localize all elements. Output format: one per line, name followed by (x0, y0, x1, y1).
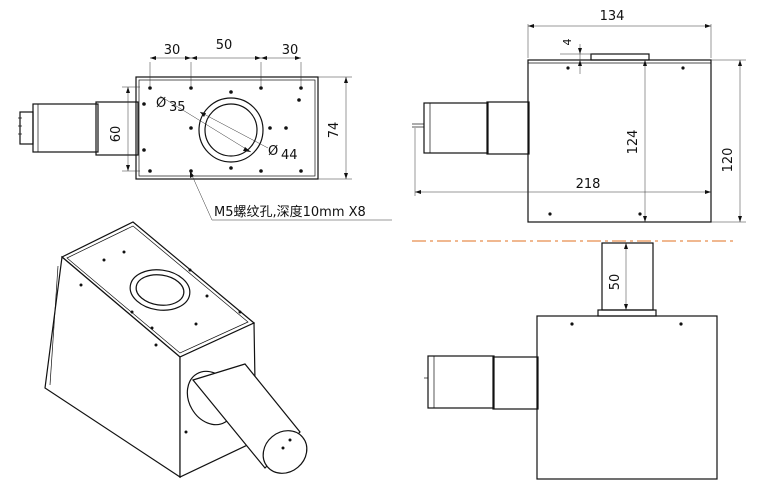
dim-120: 120 (721, 148, 736, 173)
mounting-holes (142, 86, 303, 173)
iso-outlet-inner (135, 274, 185, 306)
isometric-view (44, 221, 308, 479)
iso-holes (79, 250, 292, 450)
dim-60: 60 (109, 126, 124, 143)
dia-35-symbol: Ø (156, 96, 166, 111)
dim-50-front: 50 (608, 274, 623, 291)
front-view-flange (597, 309, 657, 317)
side-motor-housing (486, 101, 530, 155)
side-view-body (527, 59, 712, 223)
side-view: 134 4 124 218 120 (412, 9, 746, 223)
top-view: 30 50 30 60 74 Ø 35 Ø (18, 38, 392, 221)
thread-note: M5螺纹孔,深度10mm X8 (189, 170, 392, 221)
top-view-body (135, 76, 319, 180)
side-view-dims: 134 4 124 218 120 (414, 9, 746, 223)
dim-134: 134 (600, 9, 625, 24)
iso-motor-end (262, 430, 308, 474)
dia-35-value: 35 (169, 100, 186, 115)
side-view-flange (590, 53, 650, 61)
dim-74: 74 (327, 122, 342, 139)
dia-44-value: 44 (281, 148, 298, 163)
outlet-circle-inner (204, 103, 258, 157)
motor-end-cap (19, 111, 34, 145)
outlet-circle-outer (198, 97, 264, 163)
front-view-holes (570, 322, 683, 326)
dim-218: 218 (576, 177, 601, 192)
front-view-outlet (601, 242, 654, 311)
top-view-flange (138, 79, 316, 177)
dim-30-left: 30 (164, 43, 181, 58)
dia-44-symbol: Ø (268, 144, 278, 159)
motor-housing (95, 101, 139, 156)
dim-30-right: 30 (282, 43, 299, 58)
dim-124: 124 (626, 130, 641, 155)
front-view: 50 (424, 242, 718, 480)
side-motor-body (423, 102, 489, 154)
front-motor-housing (492, 356, 539, 410)
iso-outlet-outer (129, 269, 191, 311)
thread-note-text: M5螺纹孔,深度10mm X8 (214, 204, 366, 220)
dim-50: 50 (216, 38, 233, 53)
front-view-body (536, 315, 718, 480)
front-view-dims: 50 (608, 243, 628, 310)
dim-4: 4 (561, 39, 574, 46)
side-view-holes (548, 66, 685, 216)
front-motor-body (427, 355, 495, 409)
motor-body (32, 103, 99, 153)
top-view-dims: 30 50 30 60 74 Ø 35 Ø (109, 38, 352, 180)
